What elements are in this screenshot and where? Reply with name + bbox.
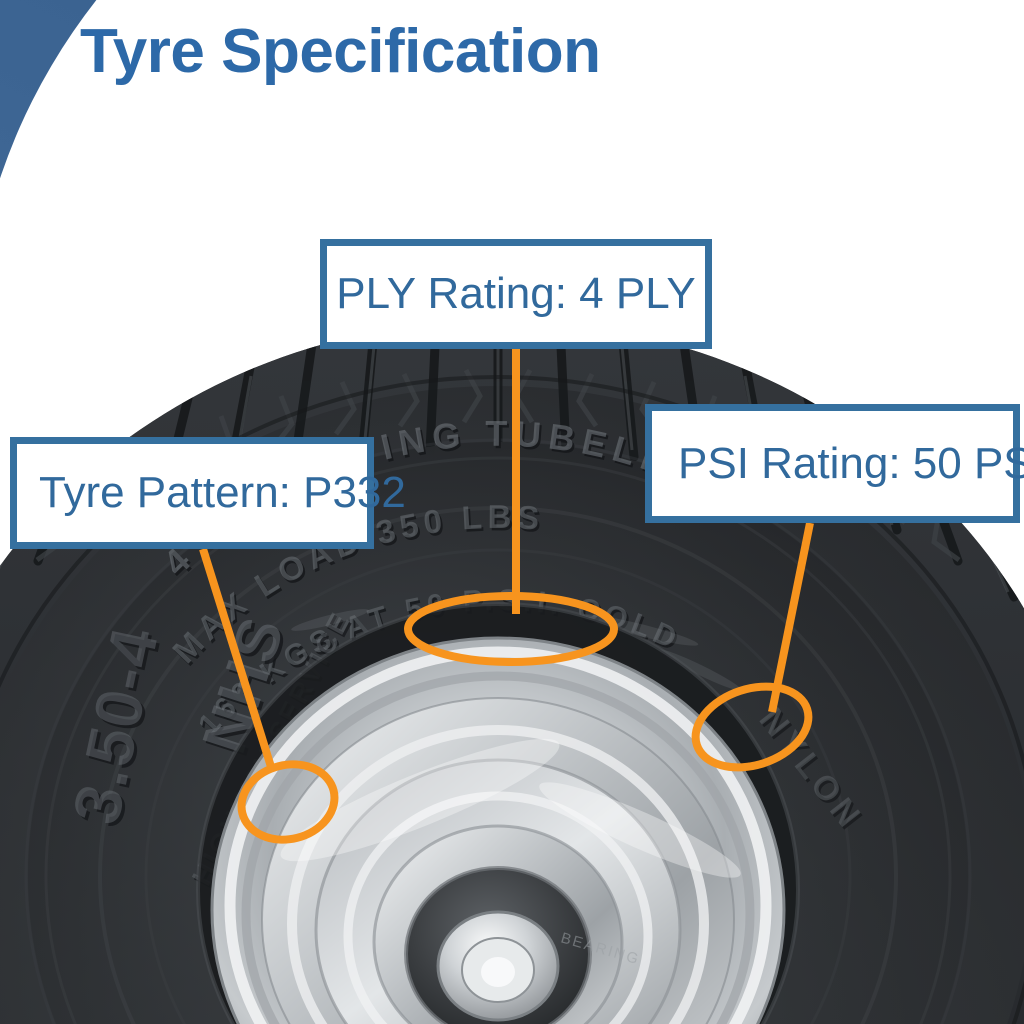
callout-psi-rating-label: PSI Rating: 50 PSI [678, 438, 1024, 488]
callout-tyre-pattern[interactable]: Tyre Pattern: P332 [10, 437, 406, 549]
callout-ply-rating-label: PLY Rating: 4 PLY [336, 269, 696, 318]
callout-tyre-pattern-label: Tyre Pattern: P332 [39, 468, 406, 517]
page-title: Tyre Specification [80, 17, 601, 86]
wheel-rim: BEARING [210, 636, 786, 1024]
callout-psi-rating[interactable]: PSI Rating: 50 PSI [645, 404, 1024, 523]
callout-ply-rating[interactable]: PLY Rating: 4 PLY [320, 239, 712, 349]
